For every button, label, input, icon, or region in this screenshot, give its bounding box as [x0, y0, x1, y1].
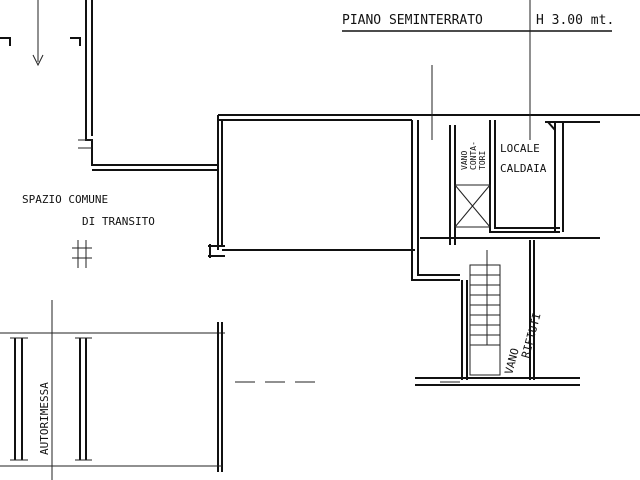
height-label: H 3.00 mt. [536, 13, 614, 28]
walls-top-left [0, 0, 218, 171]
label-garage: AUTORIMESSA [38, 382, 51, 455]
svg-text:VANO: VANO [502, 347, 521, 376]
label-boiler-2: CALDAIA [500, 162, 547, 175]
svg-text:VANO: VANO [460, 151, 469, 170]
hash-symbol [72, 240, 92, 268]
svg-text:CONTA-: CONTA- [469, 141, 478, 170]
label-common-space-2: DI TRANSITO [82, 215, 155, 228]
walls-services [415, 120, 600, 386]
staircase [469, 250, 501, 376]
plan-title: PIANO SEMINTERRATO H 3.00 mt. [342, 13, 614, 32]
label-boiler-1: LOCALE [500, 142, 540, 155]
svg-text:RIFIUTI: RIFIUTI [519, 311, 544, 359]
walls-central [208, 0, 640, 281]
meter-cabinet [454, 184, 491, 228]
label-meters: VANO CONTA- TORI [460, 141, 487, 170]
svg-text:TORI: TORI [478, 151, 487, 170]
walls-garage [0, 300, 460, 480]
arrow-down-icon [32, 54, 44, 67]
label-waste: VANO RIFIUTI [502, 311, 544, 376]
floor-title: PIANO SEMINTERRATO [342, 13, 483, 28]
label-common-space-1: SPAZIO COMUNE [22, 193, 108, 206]
